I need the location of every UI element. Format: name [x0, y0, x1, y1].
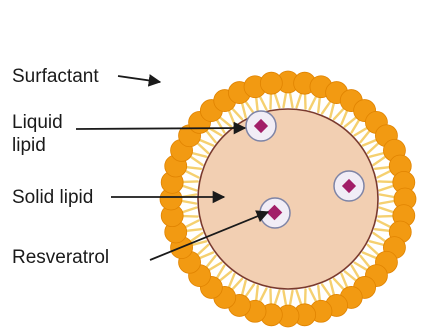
- surfactant-tail: [198, 245, 213, 258]
- surfactant-tail: [183, 208, 198, 217]
- liquid-lipid-droplet: [334, 171, 364, 201]
- surfactant-tail: [297, 94, 306, 109]
- liquid-lipid-label-line2: lipid: [12, 135, 46, 156]
- surfactant-label: Surfactant: [12, 66, 99, 87]
- surfactant-tail: [370, 153, 385, 165]
- surfactant-tail: [334, 274, 347, 289]
- surfactant-tail: [256, 97, 266, 112]
- surfactant-head: [260, 72, 282, 94]
- liquid-lipid-arrow: [76, 128, 245, 129]
- surfactant-tail: [363, 245, 378, 258]
- surfactant-arrow: [118, 76, 160, 82]
- surfactant-tail: [370, 233, 385, 245]
- surfactant-tail: [182, 195, 196, 204]
- surfactant-tail: [297, 289, 306, 304]
- surfactant-tail: [378, 181, 393, 190]
- solid-lipid-label: Solid lipid: [12, 187, 93, 208]
- surfactant-tail: [380, 195, 394, 204]
- surfactant-tail: [229, 274, 242, 289]
- surfactant-tail: [191, 153, 206, 165]
- liquid-lipid-droplet: [246, 111, 276, 141]
- surfactant-tail: [334, 109, 347, 124]
- surfactant-tail: [270, 289, 279, 304]
- surfactant-tail: [270, 94, 279, 109]
- surfactant-tail: [378, 208, 393, 217]
- surfactant-tail: [242, 281, 254, 296]
- surfactant-tail: [186, 167, 201, 177]
- surfactant-tail: [284, 93, 293, 107]
- surfactant-tail: [256, 286, 266, 301]
- surfactant-tail: [322, 281, 334, 296]
- surfactant-tail: [310, 286, 320, 301]
- surfactant-tail: [375, 167, 390, 177]
- surfactant-tail: [186, 221, 201, 231]
- surfactant-tail: [363, 140, 378, 153]
- surfactant-tail: [284, 291, 293, 305]
- surfactant-tail: [229, 109, 242, 124]
- resveratrol-label: Resveratrol: [12, 247, 109, 268]
- surfactant-tail: [310, 97, 320, 112]
- surfactant-tail: [183, 181, 198, 190]
- surfactant-tail: [322, 102, 334, 117]
- surfactant-tail: [198, 140, 213, 153]
- surfactant-tail: [375, 221, 390, 231]
- liquid-lipid-label-line1: Liquid: [12, 112, 63, 133]
